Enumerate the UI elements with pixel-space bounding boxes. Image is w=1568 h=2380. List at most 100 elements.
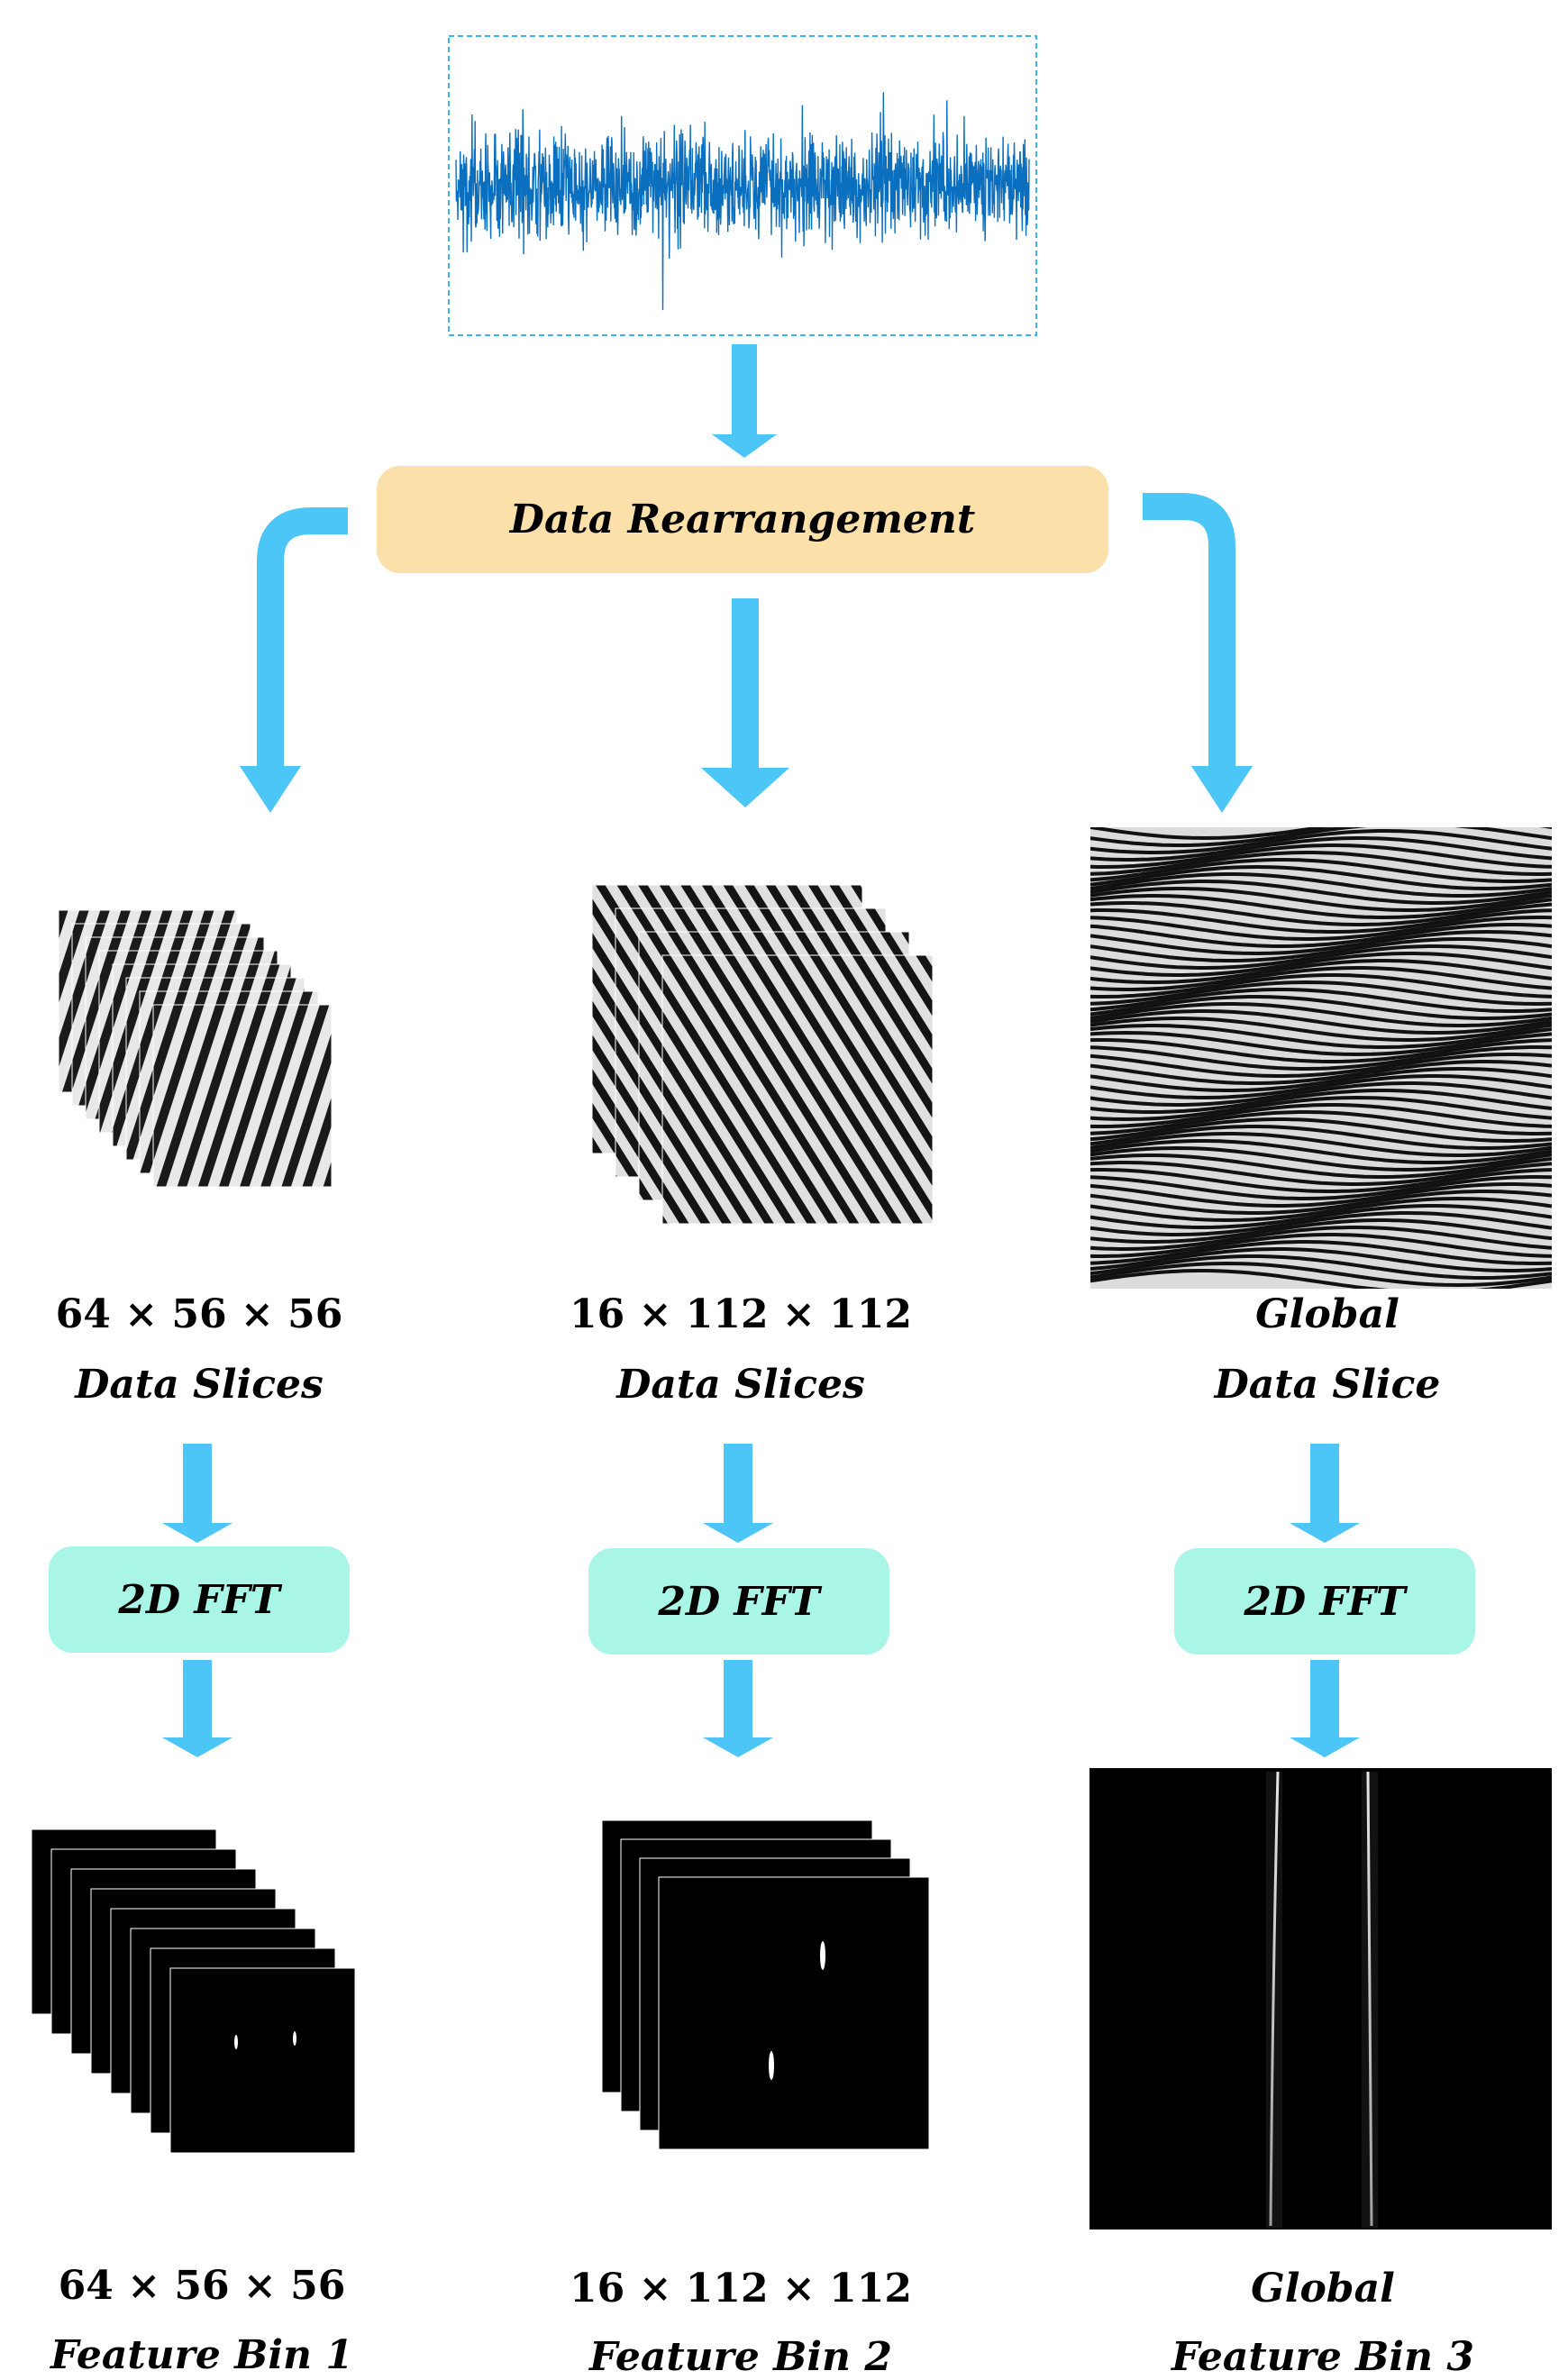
spectral-peak — [769, 2051, 774, 2080]
global-slice-stripe — [1090, 937, 1552, 962]
col3-slice-label: Data Slice — [1214, 1362, 1441, 1408]
arrow-rearrange-to-col3 — [1143, 493, 1235, 766]
fft-box-2: 2D FFT — [588, 1548, 889, 1655]
global-slice-stripe — [1090, 1240, 1552, 1265]
global-slice-stripe — [1090, 1247, 1552, 1272]
data-rearrangement-label: Data Rearrangement — [509, 497, 976, 543]
spectral-line — [1269, 1771, 1280, 2227]
spectral-line — [1366, 1771, 1373, 2227]
col1-dims-label: 64 × 56 × 56 — [55, 1291, 343, 1337]
fft-box-1: 2D FFT — [49, 1546, 350, 1653]
global-slice-stripe — [1090, 952, 1552, 977]
spectral-peak — [293, 2031, 296, 2046]
arrow-rearrange-to-col2 — [701, 598, 789, 807]
global-slice-stripe — [1090, 944, 1552, 970]
col3-feature-label: Feature Bin 3 — [1171, 2334, 1474, 2380]
feature-bin-stack-1 — [31, 1828, 356, 2154]
global-slice-stripe — [1090, 1161, 1552, 1186]
global-slice-stripe — [1090, 1081, 1552, 1107]
arrow-rearrange-to-col1-head — [240, 766, 301, 813]
fft-label-2: 2D FFT — [658, 1578, 820, 1625]
arrow-rearrange-to-col3-head — [1191, 766, 1253, 813]
col2-dims-label: 16 × 112 × 112 — [570, 1291, 912, 1337]
global-slice-stripe — [1090, 995, 1552, 1020]
global-slice-stripe — [1090, 1125, 1552, 1150]
arrow-col2-to-fft — [703, 1444, 773, 1543]
global-slice-stripe — [1090, 1002, 1552, 1027]
global-slice-stripe — [1090, 1017, 1552, 1042]
spectral-peak — [820, 1941, 825, 1970]
global-slice-stripe — [1090, 1067, 1552, 1092]
global-slice-stripe — [1090, 1254, 1552, 1280]
global-feature-bin — [1089, 1768, 1552, 2230]
global-slice-stripe — [1090, 1175, 1552, 1200]
spectral-haze — [1362, 1772, 1378, 2228]
global-slice-stripe — [1090, 1154, 1552, 1179]
global-slice-stripe — [1090, 988, 1552, 1013]
global-slice-stripe — [1090, 1233, 1552, 1258]
col2-slice-label: Data Slices — [616, 1362, 865, 1408]
global-slice-stripe — [1090, 1226, 1552, 1251]
global-slice-stripe — [1090, 872, 1552, 898]
global-slice-stripe — [1090, 1089, 1552, 1114]
global-slice-stripe — [1090, 1060, 1552, 1085]
spectral-haze — [1266, 1772, 1282, 2228]
signal-waveform — [455, 92, 1030, 311]
arrow-rearrange-to-col1 — [257, 507, 348, 766]
feature-bin-tile — [658, 1876, 930, 2150]
arrow-signal-to-rearrange — [712, 344, 777, 458]
fft-box-3: 2D FFT — [1174, 1548, 1475, 1655]
global-slice-stripe — [1090, 1132, 1552, 1157]
global-slice-stripe — [1090, 1024, 1552, 1049]
global-slice-stripe — [1090, 1053, 1552, 1078]
global-slice-stripe — [1090, 1030, 1552, 1057]
global-slice-stripe — [1090, 1117, 1552, 1143]
global-slice-stripe — [1090, 959, 1552, 984]
global-slice-stripe — [1090, 1103, 1552, 1128]
global-slice-stripe — [1090, 901, 1552, 926]
global-slice-stripe — [1090, 1182, 1552, 1208]
global-slice-stripe — [1090, 929, 1552, 956]
data-rearrangement-box: Data Rearrangement — [377, 466, 1108, 573]
data-slices-stack-1 — [58, 909, 333, 1188]
global-slice-stripe — [1090, 923, 1552, 948]
global-slice-stripe — [1090, 858, 1552, 883]
global-slice-stripe — [1090, 880, 1552, 905]
col2-feature-label: Feature Bin 2 — [589, 2334, 892, 2380]
global-slice-stripe — [1090, 829, 1552, 854]
arrow-col1-to-fft — [162, 1444, 232, 1543]
global-data-slice — [1090, 827, 1552, 1289]
global-slice-stripe — [1090, 1009, 1552, 1035]
col2-feature-dims-label: 16 × 112 × 112 — [570, 2266, 912, 2312]
global-slice-stripe — [1090, 973, 1552, 999]
global-slice-stripe — [1090, 851, 1552, 876]
global-slice-stripe — [1090, 827, 1552, 841]
global-slice-stripe — [1090, 894, 1552, 919]
global-slice-stripe — [1090, 1038, 1552, 1063]
global-slice-stripe — [1090, 1168, 1552, 1193]
global-slice-stripe — [1090, 1269, 1552, 1289]
global-slice-stripe — [1090, 1145, 1552, 1172]
global-slice-stripe — [1090, 827, 1552, 847]
data-slice-tile — [661, 954, 934, 1225]
feature-bin-stack-2 — [601, 1819, 930, 2150]
arrow-col3-to-fft — [1290, 1444, 1360, 1543]
arrow-fft3-to-bin — [1290, 1660, 1360, 1757]
col3-feature-dims-label: Global — [1251, 2266, 1395, 2312]
global-slice-stripe — [1090, 1211, 1552, 1236]
fft-label-1: 2D FFT — [118, 1576, 280, 1623]
global-slice-stripe — [1090, 916, 1552, 941]
global-slice-stripe — [1090, 843, 1552, 869]
feature-bin-tile — [169, 1967, 356, 2154]
global-slice-stripe — [1090, 966, 1552, 991]
spectral-peak — [234, 2035, 238, 2049]
global-slice-stripe — [1090, 1074, 1552, 1099]
col1-feature-label: Feature Bin 1 — [50, 2332, 353, 2378]
global-slice-stripe — [1090, 1204, 1552, 1229]
global-slice-stripe — [1090, 908, 1552, 934]
global-slice-stripe — [1090, 1045, 1552, 1071]
global-slice-stripe — [1090, 1218, 1552, 1244]
data-slices-stack-2 — [591, 884, 934, 1225]
